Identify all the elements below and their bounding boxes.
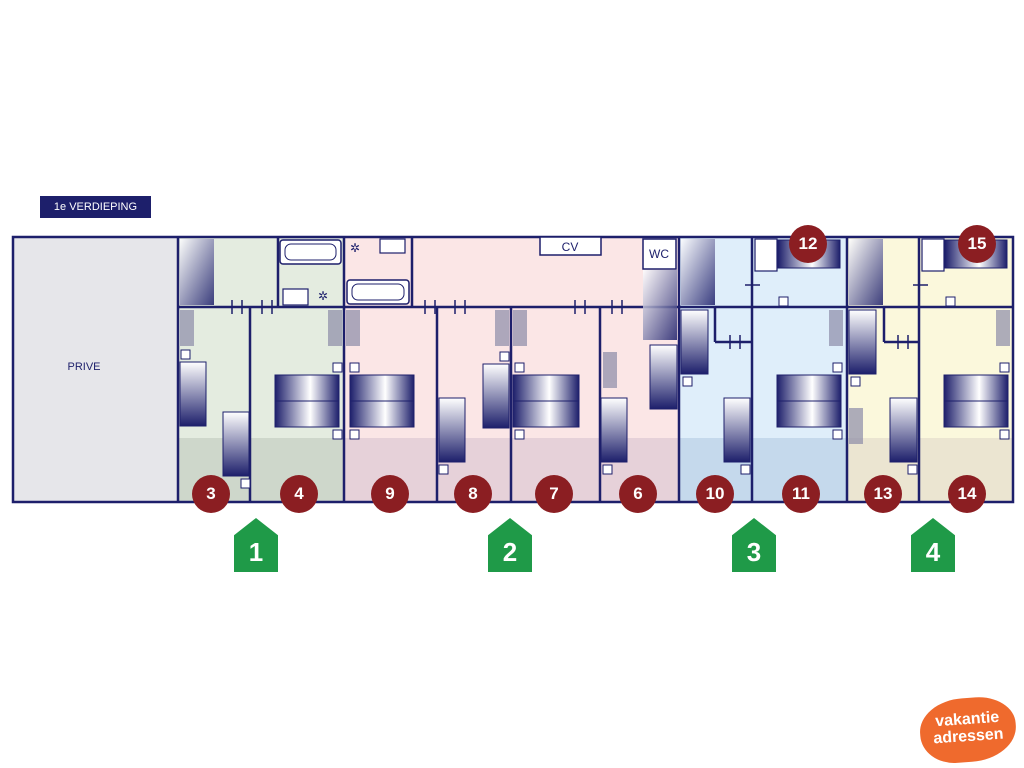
staircase — [180, 239, 214, 305]
single-bed — [482, 363, 510, 429]
single-bed — [848, 309, 877, 375]
sink — [282, 288, 309, 306]
floor-label: 1e VERDIEPING — [40, 196, 151, 218]
room-badge-8: 8 — [454, 475, 492, 513]
single-bed — [600, 397, 628, 463]
room-badge-7: 7 — [535, 475, 573, 513]
room-badge-4: 4 — [280, 475, 318, 513]
prive-label: PRIVE — [67, 361, 100, 373]
wc-label: WC — [649, 247, 669, 261]
wc-room — [642, 238, 677, 270]
bathtub — [346, 279, 410, 305]
cv-label: CV — [562, 240, 579, 254]
room-badge-10: 10 — [696, 475, 734, 513]
room-badge-14: 14 — [948, 475, 986, 513]
prive-area — [13, 237, 178, 502]
bathtub — [279, 239, 342, 265]
single-bed — [179, 361, 207, 427]
shower-icon: ✲ — [318, 289, 328, 303]
single-bed — [723, 397, 751, 463]
staircase — [643, 270, 677, 340]
shower — [921, 238, 945, 272]
shower-icon: ✲ — [350, 241, 360, 255]
room-badge-6: 6 — [619, 475, 657, 513]
staircase — [849, 239, 883, 305]
room-badge-12: 12 — [789, 225, 827, 263]
shower — [754, 238, 778, 272]
staircase — [681, 239, 715, 305]
single-bed — [649, 344, 678, 410]
room-badge-11: 11 — [782, 475, 820, 513]
room-badge-13: 13 — [864, 475, 902, 513]
room-badge-3: 3 — [192, 475, 230, 513]
single-bed — [680, 309, 709, 375]
single-bed — [438, 397, 466, 463]
room-badge-15: 15 — [958, 225, 996, 263]
sink — [379, 238, 406, 254]
single-bed — [889, 397, 918, 463]
room-badge-9: 9 — [371, 475, 409, 513]
cv-room — [539, 236, 602, 256]
outer-wall — [11, 235, 1015, 504]
single-bed — [222, 411, 250, 477]
